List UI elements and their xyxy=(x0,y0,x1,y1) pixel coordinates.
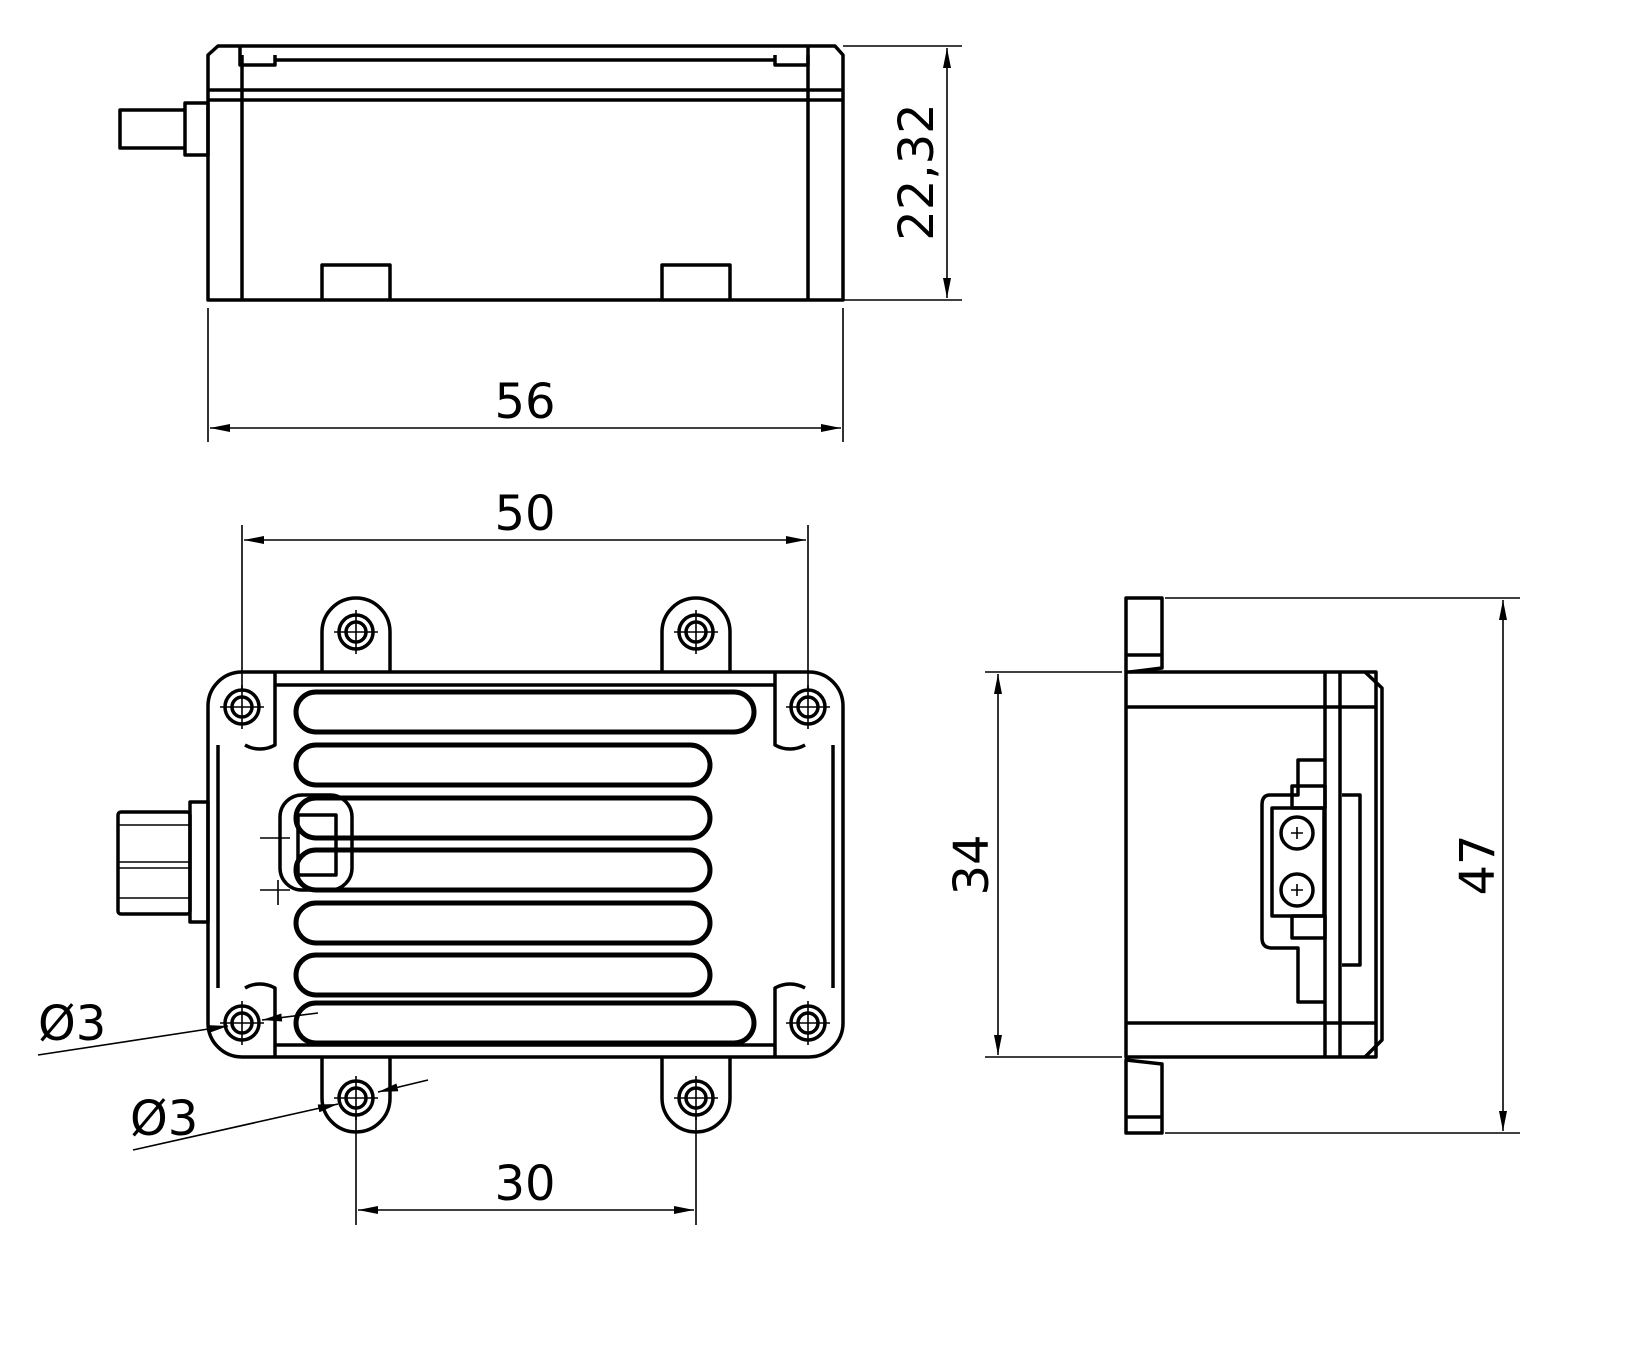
top-view: 22,32 56 xyxy=(118,44,962,442)
dim-top-width: 56 xyxy=(494,374,555,430)
dim-hole-spacing: 50 xyxy=(494,486,555,542)
dim-tab-spacing: 30 xyxy=(494,1156,555,1212)
dim-tab-hole: Ø3 xyxy=(130,1091,198,1147)
front-view: 50 30 Ø3 Ø3 xyxy=(37,486,845,1225)
dim-total-height: 47 xyxy=(1450,834,1506,895)
label-plate xyxy=(260,793,354,905)
cooling-slots xyxy=(293,689,757,1046)
side-view: 34 47 xyxy=(944,596,1520,1135)
cable-connector xyxy=(118,101,210,157)
cable-connector-front xyxy=(116,800,210,924)
dim-body-height: 34 xyxy=(944,834,1000,895)
dim-top-height: 22,32 xyxy=(889,103,945,240)
power-connector xyxy=(1260,758,1327,1004)
dim-corner-hole: Ø3 xyxy=(38,996,106,1052)
